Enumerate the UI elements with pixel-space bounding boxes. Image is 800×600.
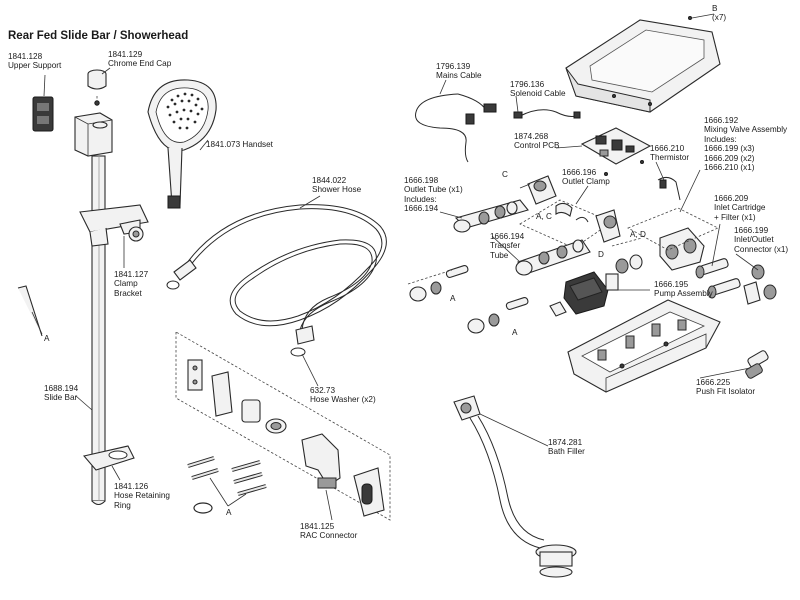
control-pcb-part [580, 127, 652, 176]
mains-cable-part [415, 93, 497, 163]
inlet-outlet-connector-part [743, 264, 777, 305]
callout-a-left: A [450, 294, 456, 303]
hose-retaining-ring-part [82, 445, 135, 471]
callout-a-lower: A [512, 328, 518, 337]
rac-connector-panel [175, 331, 391, 521]
enclosure-lid-part [565, 16, 721, 113]
allen-key-part [17, 285, 43, 337]
outlet-clamp-part [519, 199, 613, 249]
label-allen-key: A [44, 334, 50, 343]
transfer-tube-part [515, 209, 621, 276]
outlet-tube-part [453, 199, 529, 233]
callout-c: C [502, 170, 508, 179]
shower-hose-part [166, 204, 387, 357]
slide-bar-top-bracket [74, 112, 113, 157]
handset-part [147, 79, 217, 209]
outlet-valve-body [519, 175, 557, 205]
callout-a-c: A, C [536, 212, 552, 221]
callout-d: D [598, 250, 604, 259]
pump-assembly-part [549, 271, 619, 317]
label-rac-screws: A [226, 508, 232, 517]
bath-filler-part [453, 395, 577, 578]
chrome-end-cap-part [87, 69, 107, 106]
inlet-cartridge-part [695, 258, 741, 299]
callout-a-d: A, D [630, 230, 646, 239]
thermistor-part [657, 176, 681, 201]
diagram-title: Rear Fed Slide Bar / Showerhead [8, 30, 189, 42]
label-handset: 1841.073 Handset [206, 140, 273, 149]
clamp-bracket-part [79, 204, 149, 247]
label-lid-screws: B(x7) [712, 4, 727, 23]
solenoid-cable-part [513, 109, 581, 119]
wall-fixings-part [187, 456, 267, 514]
push-fit-isolator-part [745, 350, 769, 379]
enclosure-base-part [567, 299, 721, 393]
mixing-valve-assembly-part [611, 207, 719, 274]
pump-connector-tubes [407, 264, 529, 334]
upper-support-part [32, 96, 54, 132]
